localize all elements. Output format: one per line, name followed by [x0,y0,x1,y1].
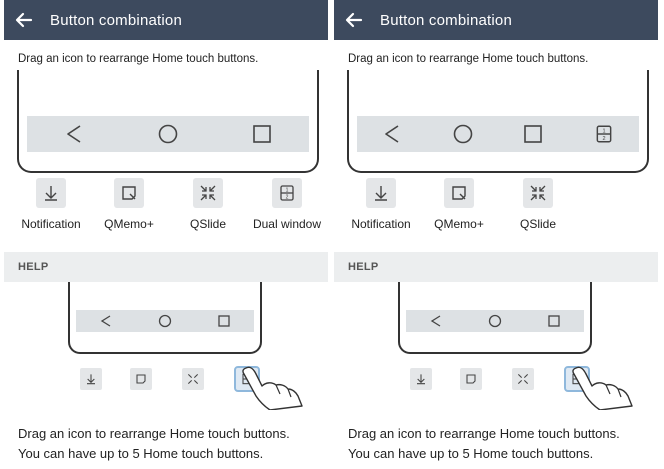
recent-square-icon[interactable] [249,121,275,147]
help-line-2: You can have up to 5 Home touch buttons. [348,446,594,461]
page-title: Button combination [50,11,183,29]
arrow-left-icon[interactable] [344,10,364,30]
button-tray: Notification QMemo+ QSlide [334,178,658,236]
help-line-1: Drag an icon to rearrange Home touch but… [348,426,620,441]
help-nav-bar [76,310,254,332]
svg-text:2: 2 [286,195,289,201]
help-header: HELP [4,252,328,282]
qmemo-icon [460,368,482,390]
help-phone [68,282,262,354]
qslide-icon [523,178,553,208]
tray-item-label: QSlide [519,217,557,231]
notification-icon [410,368,432,390]
page-title: Button combination [380,11,513,29]
tray-item-qmemo[interactable]: QMemo+ [89,178,169,231]
help-illustration [334,282,658,410]
hand-pointer-icon [572,366,633,410]
home-circle-icon[interactable] [155,121,181,147]
notification-icon [366,178,396,208]
tray-item-notification[interactable]: Notification [11,178,91,231]
home-circle-icon [488,314,502,328]
qmemo-icon [444,178,474,208]
qslide-icon [193,178,223,208]
qmemo-icon [130,368,152,390]
help-header: HELP [334,252,658,282]
recent-square-icon [218,315,230,327]
home-circle-icon[interactable] [450,121,476,147]
qslide-icon [512,368,534,390]
help-nav-bar [406,310,584,332]
tray-item-label: Notification [21,217,81,231]
recent-square-icon [548,315,560,327]
svg-text:1: 1 [286,188,289,194]
panel-after: Button combination Drag an icon to rearr… [334,0,658,469]
app-bar: Button combination [334,0,658,40]
home-touch-buttons-bar [27,116,309,152]
tray-item-label: QSlide [189,217,227,231]
back-triangle-icon[interactable] [379,121,405,147]
home-circle-icon [158,314,172,328]
panel-before: Button combination Drag an icon to rearr… [4,0,328,469]
back-triangle-icon[interactable] [61,121,87,147]
recent-square-icon[interactable] [520,121,546,147]
help-header-label: HELP [348,261,379,273]
app-bar: Button combination [4,0,328,40]
hand-pointer-icon [242,366,303,410]
help-phone [398,282,592,354]
tray-item-notification[interactable]: Notification [341,178,421,231]
help-line-2: You can have up to 5 Home touch buttons. [18,446,264,461]
svg-text:2: 2 [602,136,605,142]
help-line-1: Drag an icon to rearrange Home touch but… [18,426,290,441]
phone-preview [17,70,319,173]
help-illustration [4,282,328,410]
instruction-text: Drag an icon to rearrange Home touch but… [348,53,589,65]
qslide-icon [182,368,204,390]
arrow-left-icon[interactable] [14,10,34,30]
notification-icon [80,368,102,390]
tray-item-label: QMemo+ [434,217,484,231]
back-triangle-icon [430,315,441,327]
tray-item-label: Notification [351,217,411,231]
tray-item-label: Dual window [252,217,322,231]
help-text: Drag an icon to rearrange Home touch but… [18,424,290,464]
notification-icon [36,178,66,208]
tray-item-qmemo[interactable]: QMemo+ [419,178,499,231]
instruction-text: Drag an icon to rearrange Home touch but… [18,53,259,65]
help-header-label: HELP [18,261,49,273]
qmemo-icon [114,178,144,208]
tray-item-qslide[interactable]: QSlide [168,178,248,231]
back-triangle-icon [100,315,111,327]
tray-item-label: QMemo+ [104,217,154,231]
tray-item-qslide[interactable]: QSlide [498,178,578,231]
svg-text:1: 1 [602,128,605,134]
help-text: Drag an icon to rearrange Home touch but… [348,424,620,464]
